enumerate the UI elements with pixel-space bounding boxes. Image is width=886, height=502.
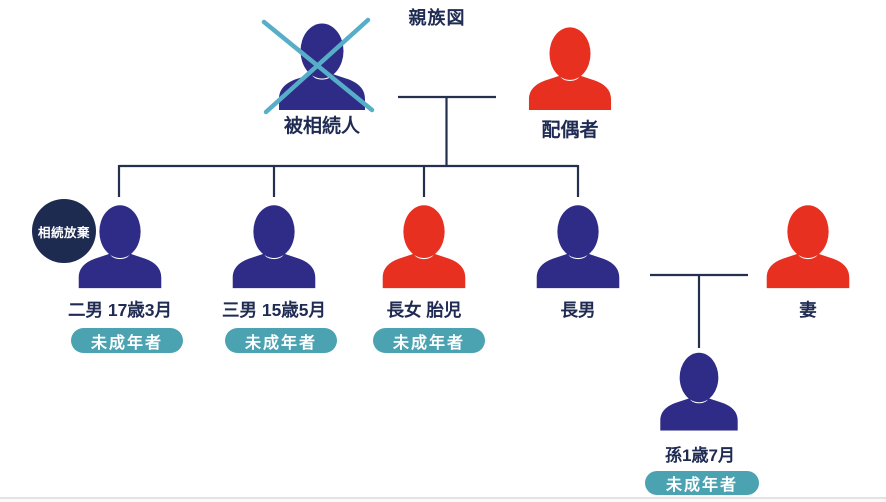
third-son-minor-badge: 未成年者 — [225, 328, 337, 353]
eldest-daughter-label: 長女 胎児 — [386, 300, 462, 320]
spouse-person-icon — [522, 26, 618, 110]
bottom-edge-divider — [0, 497, 886, 502]
second-son-person-icon — [72, 202, 168, 290]
deceased-cross-icon — [261, 17, 375, 115]
wife-person-icon — [760, 202, 856, 290]
grandchild-minor-badge: 未成年者 — [645, 471, 759, 495]
diagram-title: 親族図 — [408, 8, 466, 28]
second-son-minor-badge: 未成年者 — [71, 328, 183, 353]
deceased-label: 被相続人 — [283, 116, 360, 137]
wife-label: 妻 — [799, 300, 817, 320]
spouse-label: 配偶者 — [541, 120, 599, 141]
eldest-son-label: 長男 — [560, 300, 596, 320]
second-son-label: 二男 17歳3月 — [67, 300, 173, 320]
third-son-person-icon — [226, 202, 322, 290]
renounce-inheritance-badge: 相続放棄 — [32, 199, 96, 263]
eldest-son-person-icon — [530, 202, 626, 290]
grandchild-person-icon — [654, 350, 744, 432]
eldest-daughter-minor-badge: 未成年者 — [373, 328, 485, 353]
eldest-daughter-person-icon — [376, 202, 472, 290]
grandchild-label: 孫1歳7月 — [665, 446, 735, 465]
third-son-label: 三男 15歳5月 — [221, 300, 327, 320]
